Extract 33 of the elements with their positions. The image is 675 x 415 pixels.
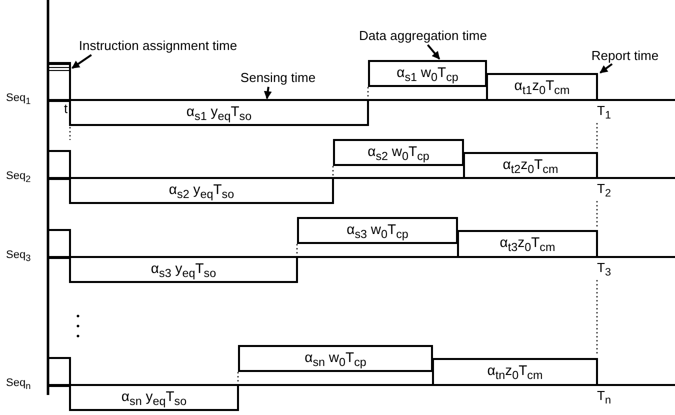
instruction-box [47, 150, 71, 180]
leader-arrow [264, 86, 272, 100]
report-box: α$_{t3}$z$_{0}$T$_{cm}$ [457, 230, 598, 258]
annotation-text: Data aggregation time [344, 26, 502, 44]
annotation-text: Instruction assignment time [60, 36, 256, 54]
sensing-box: α$_{s2}$ y$_{eq}$T$_{so}$ [69, 177, 334, 204]
report-box: α$_{t1}$z$_{0}$T$_{cm}$ [486, 73, 598, 101]
report-box: α$_{tn}$z$_{0}$T$_{cm}$ [432, 358, 598, 386]
aggregation-box: α$_{s2}$ w$_{0}$T$_{cp}$ [333, 139, 464, 166]
instruction-box [47, 229, 71, 259]
annotation-text: Report time [582, 46, 668, 64]
aggregation-box: α$_{s3}$ w$_{0}$T$_{cp}$ [297, 217, 458, 244]
aggregation-box: α$_{s1}$ w$_{0}$T$_{cp}$ [368, 60, 487, 87]
leader-arrow [72, 54, 92, 69]
report-box: α$_{t2}$z$_{0}$T$_{cm}$ [463, 152, 598, 179]
sequence-label: Seq$_{1}$ [6, 92, 31, 106]
time-label: t [64, 101, 68, 116]
time-label: T$_{1}$ [597, 103, 611, 122]
time-label: T$_{n}$ [597, 388, 611, 407]
sensing-box: α$_{s1}$ y$_{eq}$T$_{so}$ [69, 99, 369, 126]
sensing-box: α$_{s3}$ y$_{eq}$T$_{so}$ [69, 256, 298, 283]
sequence-label: Seq$_{n}$ [6, 377, 31, 392]
sequence-label: Seq$_{3}$ [6, 249, 31, 264]
sensing-box: α$_{sn}$ y$_{eq}$T$_{so}$ [69, 384, 239, 411]
leader-arrow [426, 44, 440, 60]
time-label: T$_{3}$ [597, 260, 611, 279]
annotation-text: Sensing time [230, 68, 326, 86]
aggregation-box: α$_{sn}$ w$_{0}$T$_{cp}$ [238, 345, 433, 372]
leader-arrow [600, 63, 613, 74]
time-label: T$_{2}$ [597, 181, 611, 200]
instruction-box [47, 62, 71, 102]
sequence-label: Seq$_{2}$ [6, 170, 31, 184]
instruction-box [47, 357, 71, 387]
